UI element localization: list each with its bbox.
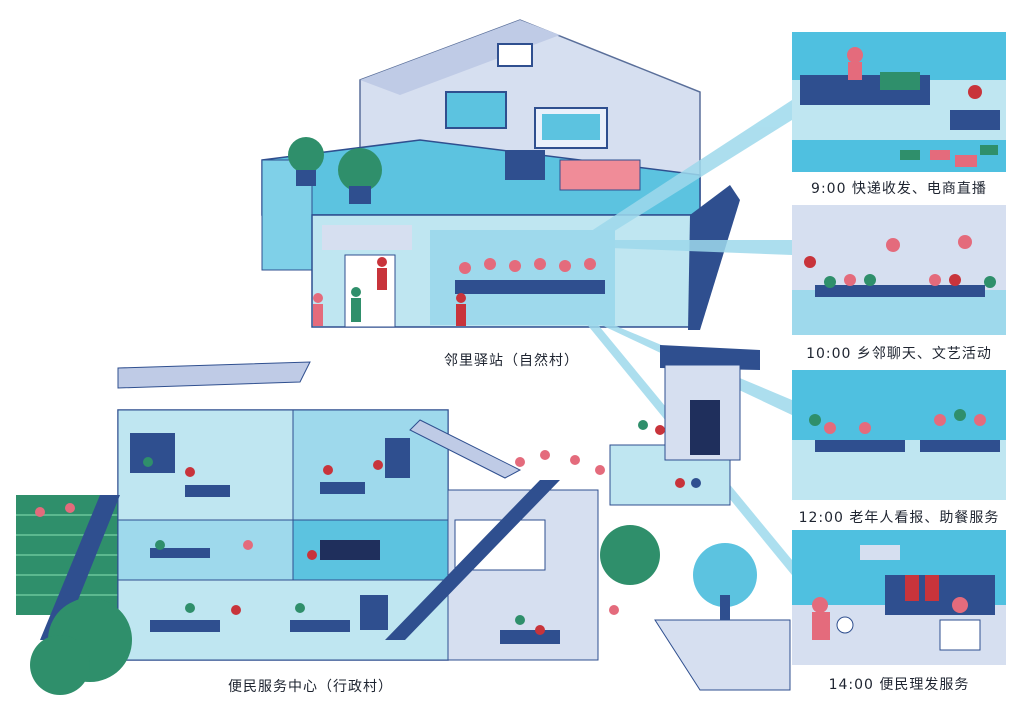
panel-express-delivery — [792, 32, 1006, 172]
panel-caption-2pm: 14:00 便民理发服务 — [828, 677, 970, 693]
panel-elderly-meals — [792, 370, 1006, 500]
village-gate — [609, 345, 791, 691]
neighbor-station-caption: 邻里驿站（自然村） — [444, 353, 579, 369]
panel-caption-10am: 10:00 乡邻聊天、文艺活动 — [806, 346, 992, 362]
service-center-caption: 便民服务中心（行政村） — [228, 679, 393, 695]
neighbor-station-building — [261, 19, 740, 330]
panel-chat-activity — [792, 205, 1006, 335]
panel-haircut — [792, 530, 1006, 665]
service-center-building — [16, 361, 757, 695]
panel-caption-12pm: 12:00 老年人看报、助餐服务 — [798, 510, 1000, 526]
panel-caption-9am: 9:00 快递收发、电商直播 — [811, 181, 987, 197]
